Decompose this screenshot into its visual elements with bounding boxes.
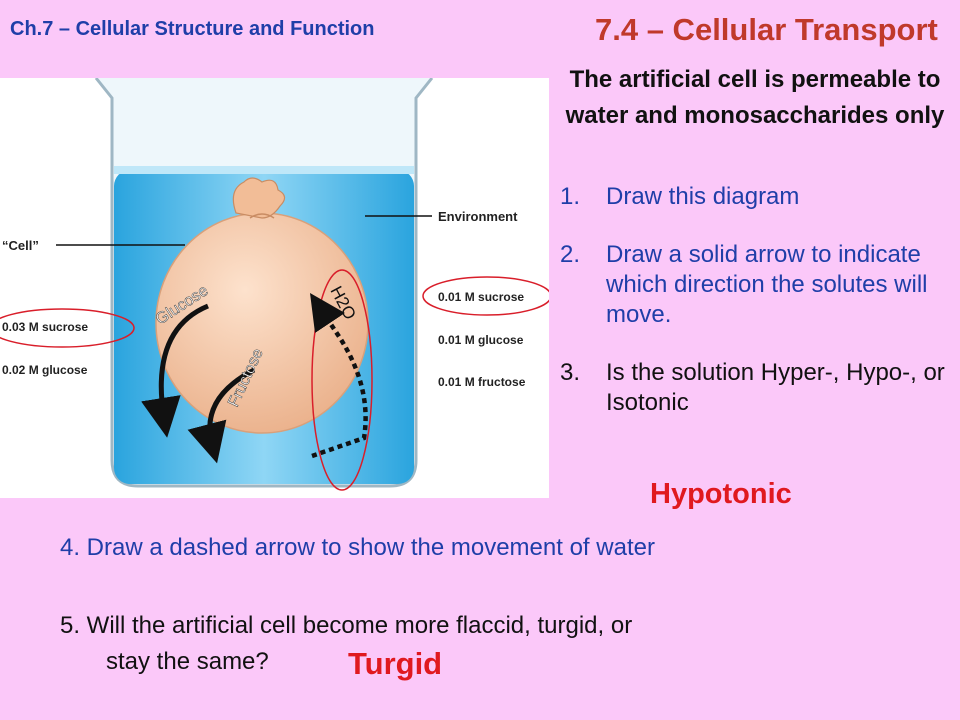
beaker-diagram: “Cell” Environment 0.03 M sucrose 0.02 M…: [0, 78, 549, 498]
glucose-arrow: [141, 303, 209, 438]
step-number: 1.: [560, 183, 581, 210]
subtitle: The artificial cell is permeable to wate…: [565, 66, 945, 129]
inside-glucose: 0.02 M glucose: [2, 363, 88, 377]
environment-label: Environment: [438, 209, 518, 224]
step-text: Draw this diagram: [606, 183, 800, 210]
inside-sucrose: 0.03 M sucrose: [2, 320, 88, 334]
step-number: 2.: [560, 241, 581, 268]
question-5-line-2: stay the same?: [106, 648, 269, 675]
step-1: 1. Draw this diagram: [560, 182, 955, 212]
outside-sucrose: 0.01 M sucrose: [438, 290, 524, 304]
question-5: 5. Will the artificial cell become more …: [60, 608, 632, 680]
section-title: 7.4 – Cellular Transport: [595, 12, 938, 47]
highlight-circle-water: [311, 269, 373, 491]
cell-label: “Cell”: [2, 238, 39, 253]
water-arrow: [310, 293, 368, 459]
answer-turgid: Turgid: [348, 646, 443, 681]
question-5-line-1: 5. Will the artificial cell become more …: [60, 612, 633, 639]
chapter-title: Ch.7 – Cellular Structure and Function: [10, 18, 375, 40]
outside-glucose: 0.01 M glucose: [438, 333, 524, 347]
answer-hypotonic: Hypotonic: [650, 478, 792, 510]
highlight-circle-outside: [422, 276, 549, 316]
step-text: Is the solution Hyper-, Hypo-, or Isoton…: [606, 359, 945, 416]
instruction-list: 1. Draw this diagram 2. Draw a solid arr…: [560, 182, 955, 418]
outside-fructose: 0.01 M fructose: [438, 375, 526, 389]
step-3: 3. Is the solution Hyper-, Hypo-, or Iso…: [560, 358, 955, 418]
question-4: 4. Draw a dashed arrow to show the movem…: [60, 534, 655, 561]
step-number: 3.: [560, 359, 581, 386]
highlight-circle-inside: [0, 308, 135, 348]
step-text: Draw a solid arrow to indicate which dir…: [606, 241, 928, 328]
artificial-cell: [155, 177, 369, 434]
step-2: 2. Draw a solid arrow to indicate which …: [560, 240, 955, 330]
fructose-arrow: [187, 367, 256, 464]
